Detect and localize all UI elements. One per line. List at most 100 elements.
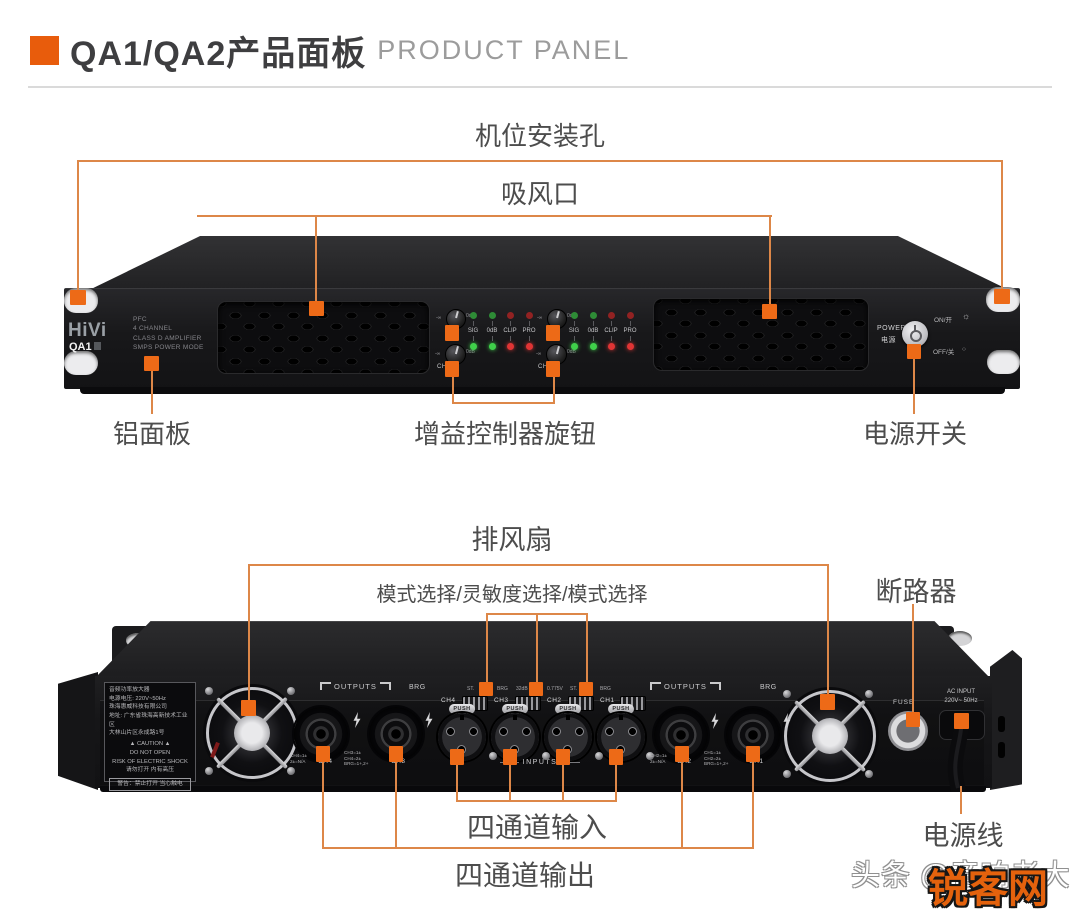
- page-header: QA1/QA2产品面板 PRODUCT PANEL: [30, 26, 630, 75]
- air-intake-vent-right: [653, 298, 869, 371]
- callout-circuit-breaker: 断路器: [875, 577, 957, 607]
- watermark-logo: 锐客网: [928, 867, 1048, 911]
- spec-label-line: 珠海惠威科技有限公司: [109, 704, 167, 711]
- knob-channel-label: CH2: [437, 364, 451, 370]
- power-off-label: OFF/关: [933, 349, 955, 356]
- tick: [472, 336, 474, 341]
- led-green: [488, 312, 496, 319]
- callout-line: [960, 786, 962, 814]
- tick: [491, 321, 493, 326]
- fan-hub: [812, 718, 848, 754]
- speakon-note: CH2=1± 2±=N/A: [650, 753, 667, 764]
- xlr-pin: [628, 727, 637, 736]
- marker-dip-switch: [529, 682, 543, 696]
- callout-line: [769, 215, 771, 306]
- marker-power-switch: [907, 344, 921, 359]
- led-label: CLIP: [604, 328, 618, 334]
- knob-min-label: -∞: [536, 351, 542, 357]
- callout-line: [248, 564, 250, 702]
- input-channel-label: CH3: [494, 697, 509, 704]
- xlr-pin: [446, 727, 455, 736]
- lightning-icon: [711, 713, 719, 729]
- bracket-icon: [379, 682, 391, 690]
- spec-label-line: 电源电压: 220V~50Hz: [109, 695, 166, 702]
- spec-label-line: 音频功率放大器: [109, 687, 150, 693]
- model-badge: [93, 342, 101, 350]
- led-label: 0dB: [587, 328, 599, 334]
- callout-line: [456, 800, 617, 802]
- led-column-0db: 0dB: [481, 312, 503, 350]
- dip-label: 0.775V: [547, 686, 563, 692]
- model-text: QA1: [69, 341, 92, 353]
- knob-min-label: -∞: [537, 315, 543, 321]
- speakon-note: CH3=1± CH4=2± BRG=1+,2+: [344, 750, 369, 767]
- marker-breaker: [906, 712, 920, 727]
- callout-aluminum-panel: 铝面板: [112, 419, 191, 449]
- led-green: [570, 312, 578, 319]
- xlr-pin: [605, 727, 614, 736]
- callout-line: [827, 564, 829, 696]
- tick: [509, 321, 511, 326]
- tick: [573, 321, 575, 326]
- power-on-label: ON/开: [934, 317, 953, 324]
- flange-slot: [998, 716, 1005, 732]
- dip-label: BRG: [600, 686, 611, 692]
- page-subtitle: PRODUCT PANEL: [377, 35, 631, 65]
- speakon-note: CH1=1± CH2=2± BRG=1+,2+: [704, 750, 729, 767]
- amp-front-bottom-edge: [80, 387, 1005, 394]
- led-label: CLIP: [503, 328, 517, 334]
- tick: [592, 336, 594, 341]
- xlr-pin: [499, 727, 508, 736]
- spec-label-line: 大林山片区永成路1号: [109, 730, 165, 737]
- tick: [472, 321, 474, 326]
- led-red: [626, 343, 634, 350]
- screw: [542, 752, 550, 760]
- sun-icon: ☼: [962, 311, 971, 321]
- fuse-label: FUSE: [893, 699, 915, 706]
- bracket-icon: [709, 682, 721, 690]
- rack-hole-bottom-left: [64, 351, 98, 375]
- screw: [287, 767, 295, 775]
- callout-line: [248, 564, 829, 566]
- led-column-pro: PRO: [518, 312, 540, 350]
- callout-line: [77, 160, 1003, 162]
- outputs-tag-right: OUTPUTS: [650, 682, 721, 691]
- callout-line: [509, 765, 511, 802]
- tick: [610, 321, 612, 326]
- caution-line: DO NOT OPEN: [129, 749, 171, 756]
- led-red: [525, 343, 533, 350]
- screw: [205, 767, 213, 775]
- xlr-pin: [469, 727, 478, 736]
- ac-input-line: AC INPUT: [946, 689, 975, 695]
- title-square-icon: [30, 36, 59, 65]
- front-spec-text: PFC 4 CHANNEL CLASS D AMPLIFIER SMPS POW…: [133, 315, 204, 353]
- model-label: QA1: [69, 341, 101, 353]
- led-label: SIG: [467, 328, 479, 334]
- caution-line: RISK OF ELECTRIC SHOCK: [112, 758, 188, 765]
- callout-line: [197, 215, 772, 217]
- marker-fan-right: [820, 694, 835, 710]
- callout-line: [452, 402, 555, 404]
- led-column-clip: CLIP: [499, 312, 521, 350]
- marker-speakon: [389, 746, 403, 762]
- led-red: [607, 343, 615, 350]
- xlr-notch: [513, 715, 517, 720]
- callout-line: [77, 160, 79, 291]
- knob-channel-label: CH4: [538, 364, 552, 370]
- amp-front-top-surface: [85, 236, 1013, 292]
- tick: [528, 321, 530, 326]
- brg-label: BRG: [760, 684, 777, 691]
- callout-mode-select: 模式选择/灵敏度选择/模式选择: [376, 584, 648, 606]
- xlr-notch: [566, 715, 570, 720]
- xlr-push-latch: PUSH: [608, 704, 634, 714]
- callout-line: [486, 613, 488, 684]
- led-green: [469, 312, 477, 319]
- callout-four-channel-output: 四通道输出: [454, 860, 595, 891]
- callout-power-cord: 电源线: [922, 821, 1004, 851]
- callout-air-intake: 吸风口: [500, 179, 579, 209]
- marker-vent-right: [762, 304, 777, 319]
- callout-line: [553, 377, 555, 404]
- led-label: PRO: [522, 328, 536, 334]
- flange-slot: [998, 742, 1005, 758]
